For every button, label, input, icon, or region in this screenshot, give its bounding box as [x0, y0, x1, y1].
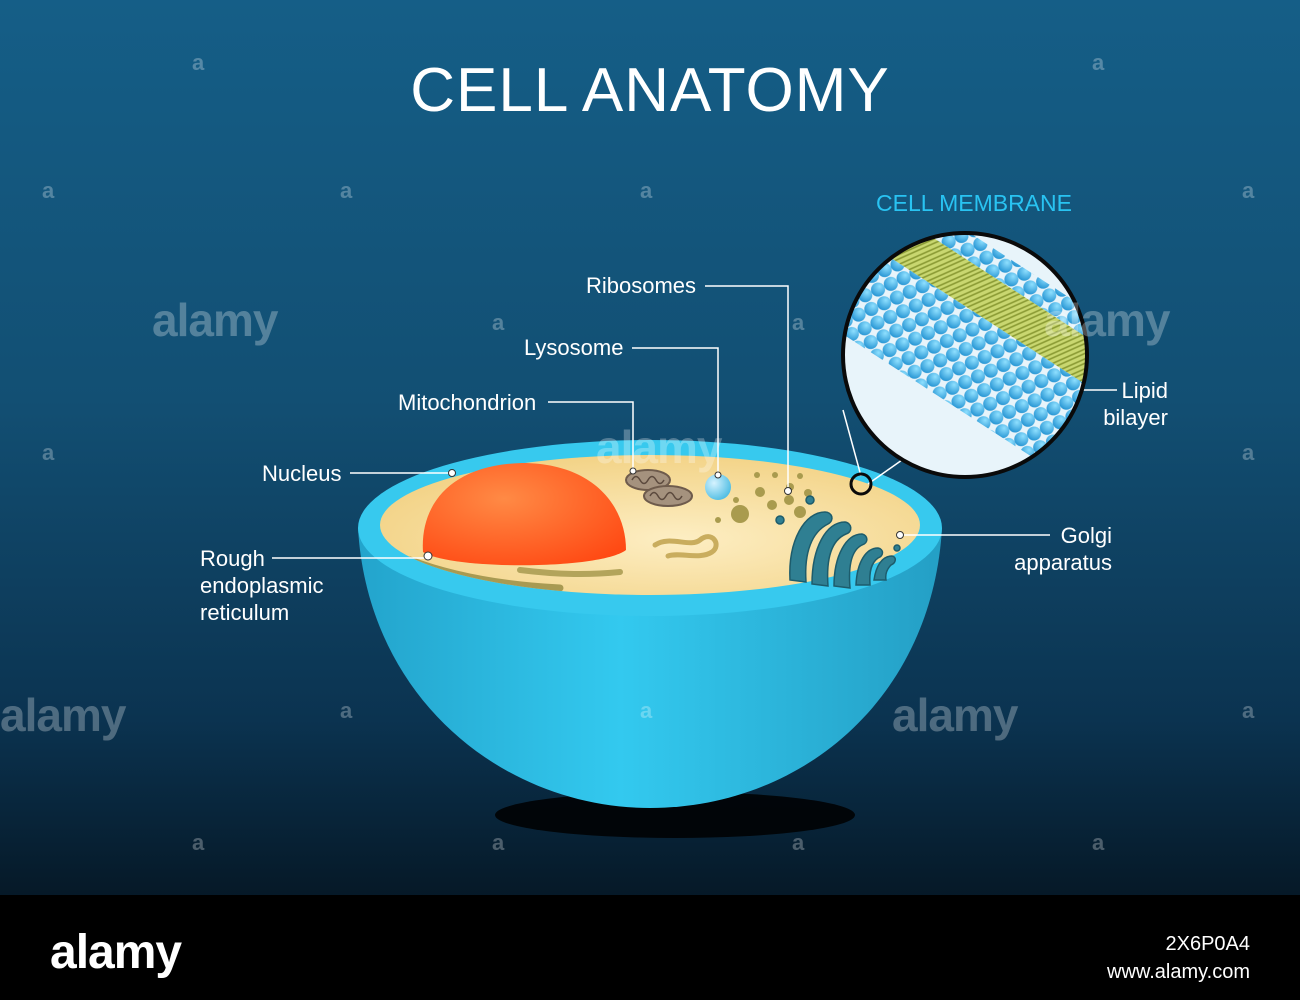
leader-ribosomes	[705, 285, 789, 490]
watermark: alamy	[1044, 294, 1170, 346]
footer-image-id: 2X6P0A4	[1165, 933, 1250, 955]
watermark: alamy	[0, 689, 126, 741]
footer-logo: alamy	[50, 926, 182, 979]
watermark-glyph: a	[1242, 698, 1255, 723]
watermark-glyph: a	[42, 178, 55, 203]
membrane-zoom	[841, 231, 1089, 479]
watermark-glyph: a	[1092, 50, 1105, 75]
label-golgi-line1: Golgi	[1060, 523, 1112, 548]
label-golgi-line2: apparatus	[1014, 550, 1112, 575]
label-golgi: Golgi apparatus	[1012, 522, 1112, 576]
ribosome-shapes	[715, 472, 812, 523]
label-ribosomes: Ribosomes	[586, 273, 697, 298]
zoom-connector-top	[842, 409, 862, 477]
watermark-glyph: a	[1242, 440, 1255, 465]
label-lysosome: Lysosome	[524, 335, 624, 360]
watermark-glyph: a	[1242, 178, 1255, 203]
zoom-connector-bottom	[867, 459, 903, 485]
label-rough-er-line3: reticulum	[200, 600, 290, 625]
label-lipid-line1: Lipid	[1121, 378, 1168, 403]
mitochondria-shapes	[625, 469, 693, 507]
label-rough-er: Rough endoplasmic reticulum	[200, 545, 324, 626]
watermark-glyph: a	[492, 830, 505, 855]
footer-bar	[0, 895, 1300, 1000]
label-rough-er-line2: endoplasmic	[200, 573, 324, 598]
leader-lines	[272, 285, 1117, 559]
watermark: alamy	[152, 294, 278, 346]
watermark-glyph: a	[42, 440, 55, 465]
page-title: CELL ANATOMY	[410, 56, 890, 125]
watermark-glyph: a	[340, 698, 353, 723]
leader-lysosome	[632, 347, 719, 474]
watermark-glyph: a	[492, 310, 505, 335]
watermark-glyph: a	[192, 50, 205, 75]
watermark-glyph: a	[792, 830, 805, 855]
watermark: alamy	[892, 689, 1018, 741]
zoom-marker	[849, 472, 873, 496]
footer-site: www.alamy.com	[1107, 961, 1250, 983]
watermark-glyph: a	[192, 830, 205, 855]
watermark: alamy	[596, 421, 722, 473]
nucleus-shape	[422, 463, 626, 566]
label-rough-er-line1: Rough	[200, 546, 265, 571]
label-lipid-bilayer: Lipid bilayer	[1102, 377, 1168, 431]
footer-info: 2X6P0A4 www.alamy.com	[1107, 930, 1250, 986]
watermark-glyph: a	[640, 698, 653, 723]
watermark-glyph: a	[340, 178, 353, 203]
leader-mitochondrion	[548, 401, 634, 470]
membrane-zoom-title: CELL MEMBRANE	[876, 190, 1072, 216]
watermark-glyph: a	[792, 310, 805, 335]
label-lipid-line2: bilayer	[1103, 405, 1168, 430]
label-nucleus: Nucleus	[262, 461, 342, 486]
cell-shadow	[495, 792, 855, 838]
label-mitochondrion: Mitochondrion	[398, 390, 537, 415]
watermark-glyph: a	[1092, 830, 1105, 855]
vesicle-squiggle	[652, 534, 719, 559]
lysosome-shape	[705, 474, 731, 500]
golgi-shape	[775, 495, 901, 589]
watermark-glyph: a	[640, 178, 653, 203]
